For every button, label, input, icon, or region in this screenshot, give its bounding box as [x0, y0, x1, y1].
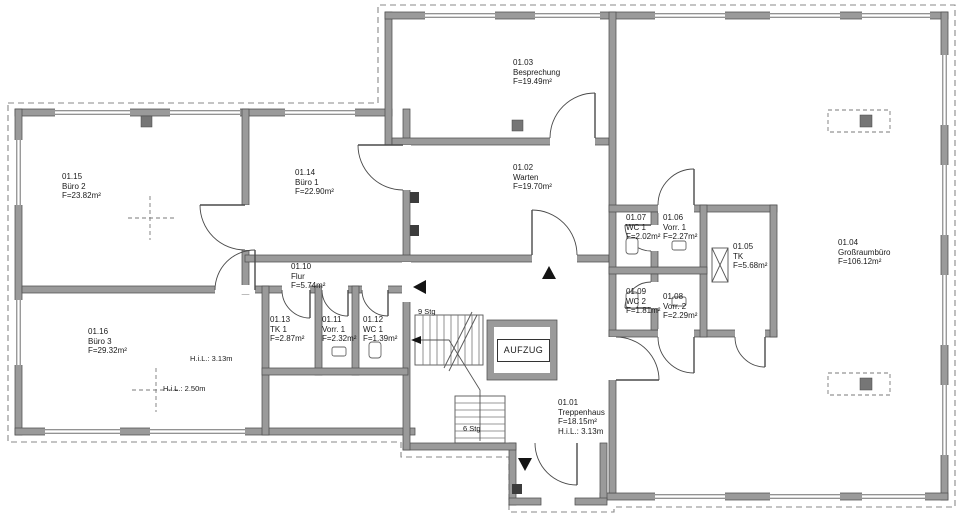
fixtures — [331, 237, 729, 359]
interior-walls — [21, 11, 778, 494]
direction-arrows — [413, 266, 556, 471]
ceiling-dashed-marks — [128, 109, 891, 412]
elevator-label: AUFZUG — [497, 339, 550, 362]
windows — [14, 11, 949, 501]
dashed-envelope — [7, 4, 956, 513]
stairs — [411, 311, 506, 444]
columns — [140, 114, 873, 494]
wall-openings — [215, 137, 765, 451]
